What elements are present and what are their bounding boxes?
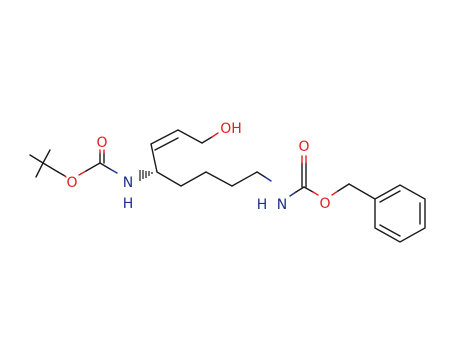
bond: [29, 154, 44, 164]
stereocenter-hashed-wedge: [139, 170, 153, 181]
bond: [57, 171, 66, 177]
bond: [256, 171, 266, 178]
bond: [35, 162, 44, 178]
tert-butyl-group: [29, 149, 59, 178]
cbz-nh-group: N H: [257, 197, 288, 213]
cbz-nitrogen: N: [277, 197, 287, 213]
cbz-nitrogen-hydrogen: H: [257, 197, 268, 213]
bond: [64, 175, 67, 178]
bond: [348, 183, 376, 200]
hydroxyl-group: OH: [220, 121, 242, 137]
z-alkene-chain: OH: [150, 121, 242, 173]
cbz-carbamate: O O: [289, 139, 350, 212]
bond: [331, 190, 339, 196]
bond: [42, 162, 59, 173]
bond: [303, 186, 314, 193]
bond: [180, 171, 207, 187]
boc-nitrogen-hydrogen: H: [123, 196, 134, 212]
bond: [231, 171, 258, 187]
bond: [42, 149, 51, 164]
benzene-ring: [374, 184, 426, 243]
bond: [85, 162, 101, 172]
aromatic-double-bond: [379, 190, 401, 203]
bond: [156, 171, 182, 187]
bond: [312, 191, 319, 196]
bond: [154, 137, 179, 151]
bond: [150, 129, 179, 145]
aromatic-double-bond: [379, 224, 401, 237]
bond: [289, 191, 297, 197]
bond: [205, 171, 233, 187]
cbz-ester-oxygen: O: [319, 196, 330, 212]
bond: [150, 143, 158, 173]
bond: [109, 168, 118, 174]
bond: [211, 132, 219, 138]
bond: [337, 183, 350, 192]
boc-carbamate: O O: [57, 135, 118, 191]
boc-nh-group: N H: [123, 175, 134, 212]
cbz-carbonyl-oxygen: O: [298, 139, 309, 155]
bond: [264, 176, 272, 182]
bond: [99, 162, 111, 170]
bond: [201, 136, 213, 144]
boc-ester-oxygen: O: [66, 175, 77, 191]
bond: [295, 186, 305, 193]
bond: [177, 129, 203, 144]
boc-carbonyl-oxygen: O: [96, 135, 107, 151]
boc-nitrogen: N: [123, 175, 133, 191]
benzyl-group: [348, 183, 426, 243]
alkyl-chain: [156, 171, 272, 187]
bond: [78, 170, 87, 176]
